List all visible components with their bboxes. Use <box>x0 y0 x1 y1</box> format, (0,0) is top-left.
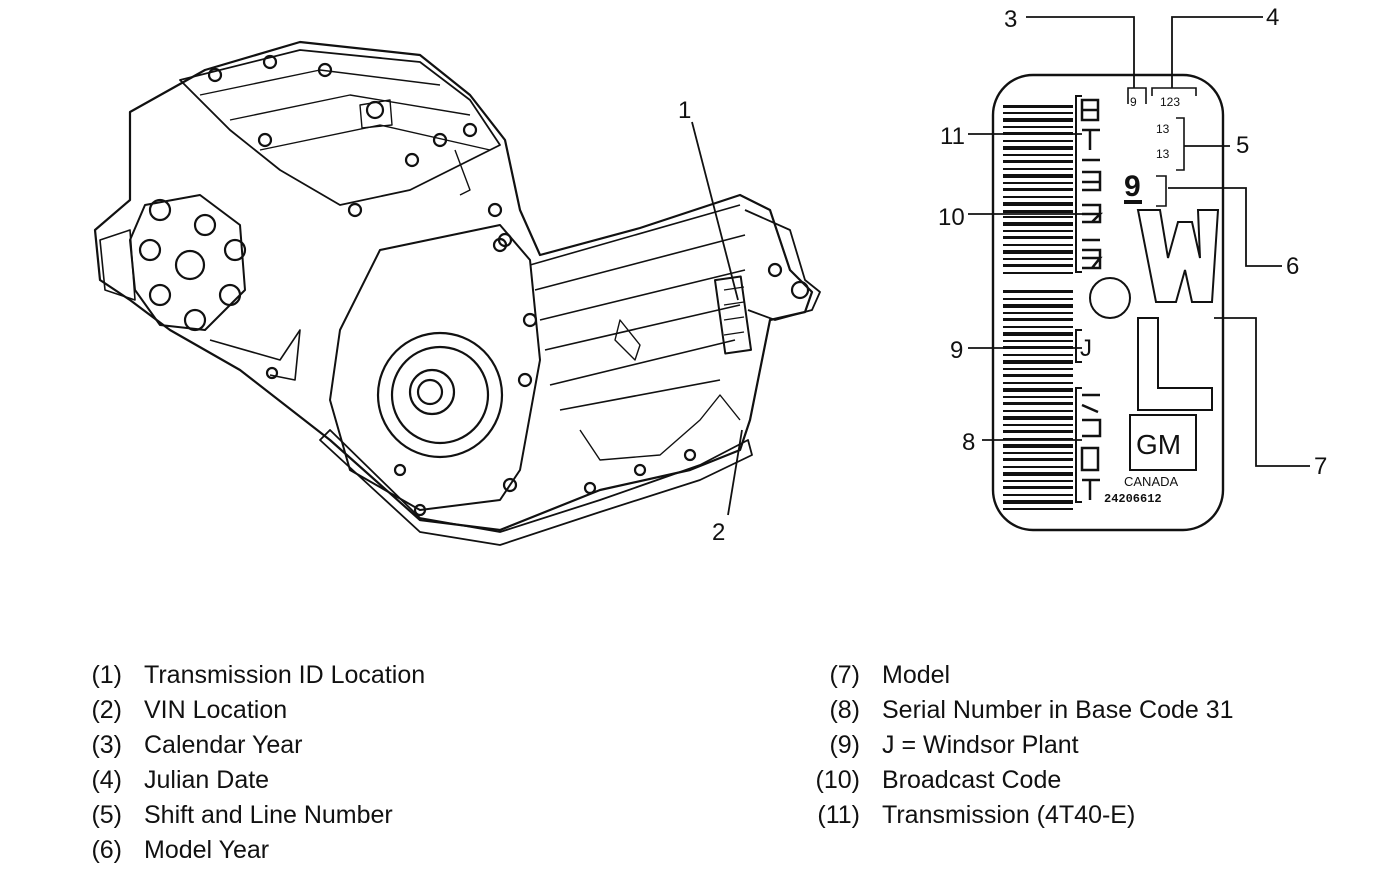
legend-item-4: (4) Julian Date <box>80 763 425 798</box>
legend-text: Model Year <box>144 836 270 864</box>
transmission-illustration <box>93 40 821 546</box>
legend-item-8: (8) Serial Number in Base Code 31 <box>808 693 1234 728</box>
legend-text: Julian Date <box>144 766 270 794</box>
legend-number: (6) <box>91 836 122 864</box>
legend-item-1: (1) Transmission ID Location <box>80 658 425 693</box>
legend-item-2: (2) VIN Location <box>80 693 425 728</box>
code-brackets <box>1075 95 1082 503</box>
callout-5: 5 <box>1236 132 1249 159</box>
gm-logo-text: GM <box>1136 429 1181 460</box>
legend-item-7: (7) Model <box>808 658 1234 693</box>
label-hole <box>1089 277 1131 319</box>
callout-10: 10 <box>938 204 965 231</box>
legend-text: VIN Location <box>144 696 288 724</box>
model-year-code: 9 <box>1124 170 1141 203</box>
legend-item-5: (5) Shift and Line Number <box>80 798 425 833</box>
legend-number: (2) <box>91 696 122 724</box>
part-number: 24206612 <box>1104 492 1162 506</box>
line-code: 13 <box>1156 147 1170 161</box>
transmission-id-diagram: 1 2 <box>93 4 1327 546</box>
legend-number: (10) <box>815 766 860 794</box>
legend-text: Serial Number in Base Code 31 <box>882 696 1234 724</box>
legend-item-11: (11) Transmission (4T40-E) <box>808 798 1234 833</box>
legend-right: (7) Model (8) Serial Number in Base Code 3… <box>808 658 1234 833</box>
callout-6: 6 <box>1286 253 1299 280</box>
legend-text: Calendar Year <box>144 731 303 759</box>
legend-item-6: (6) Model Year <box>80 833 425 868</box>
calendar-year-code: 9 <box>1130 95 1137 109</box>
vertical-code-glyphs <box>1080 98 1104 500</box>
legend-item-3: (3) Calendar Year <box>80 728 425 763</box>
id-label: J 9 123 13 13 9 GM CANADA 24206612 <box>991 73 1225 532</box>
legend-number: (3) <box>91 731 122 759</box>
model-code <box>1136 209 1220 411</box>
legend-left: (1) Transmission ID Location (2) VIN Locat… <box>80 658 425 868</box>
legend-item-9: (9) J = Windsor Plant <box>808 728 1234 763</box>
legend-number: (11) <box>817 801 860 829</box>
legend-item-10: (10) Broadcast Code <box>808 763 1234 798</box>
plant-code: J <box>1080 335 1092 362</box>
legend-text: Transmission ID Location <box>144 661 426 689</box>
callout-1: 1 <box>678 97 691 124</box>
legend-number: (1) <box>91 661 122 689</box>
barcode <box>1003 105 1073 510</box>
legend-number: (4) <box>91 766 122 794</box>
legend-text: Shift and Line Number <box>144 801 393 829</box>
legend-number: (8) <box>829 696 860 724</box>
callout-4: 4 <box>1266 4 1279 31</box>
julian-date-code: 123 <box>1160 95 1180 109</box>
legend-text: Transmission (4T40-E) <box>882 801 1136 829</box>
label-callout-leaders <box>968 16 1310 467</box>
callout-9: 9 <box>950 337 963 364</box>
country-text: CANADA <box>1124 474 1179 489</box>
callout-2: 2 <box>712 519 725 546</box>
callout-8: 8 <box>962 429 975 456</box>
callout-3: 3 <box>1004 6 1017 33</box>
callout-7: 7 <box>1314 453 1327 480</box>
legend-text: J = Windsor Plant <box>882 731 1079 759</box>
id-label-card <box>991 73 1225 532</box>
legend-number: (9) <box>829 731 860 759</box>
shift-code: 13 <box>1156 122 1170 136</box>
callout-11: 11 <box>940 123 965 150</box>
gm-logo-box <box>1129 414 1197 471</box>
legend-number: (7) <box>829 661 860 689</box>
transmission-callout-leaders <box>691 121 743 516</box>
legend-text: Broadcast Code <box>882 766 1062 794</box>
legend-number: (5) <box>91 801 122 829</box>
legend-text: Model <box>882 661 951 689</box>
